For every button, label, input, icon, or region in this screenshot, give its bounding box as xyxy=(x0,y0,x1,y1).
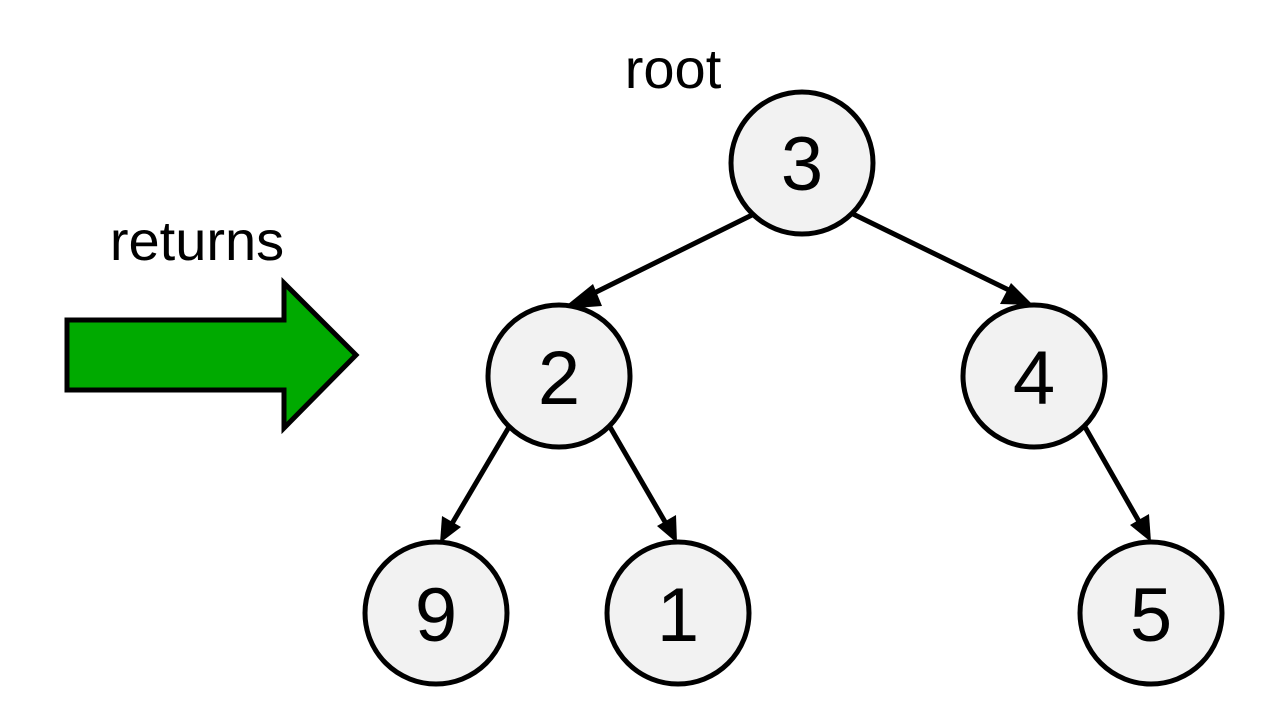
edge-4-to-5-arrowhead xyxy=(1130,514,1151,542)
tree-node-4: 4 xyxy=(960,302,1108,450)
node-value: 1 xyxy=(657,573,699,658)
node-value: 3 xyxy=(781,122,823,207)
edge-3-to-2-arrowhead xyxy=(562,284,602,309)
node-circle xyxy=(960,302,1108,450)
node-value: 4 xyxy=(1013,336,1055,421)
tree-node-5: 5 xyxy=(1077,539,1225,687)
node-circle xyxy=(1077,539,1225,687)
node-value: 9 xyxy=(415,573,457,658)
tree-node-2: 2 xyxy=(485,302,633,450)
node-circle xyxy=(485,302,633,450)
node-circle xyxy=(362,539,510,687)
returns-label: returns xyxy=(110,209,284,272)
edge-2-to-9-arrowhead xyxy=(440,516,461,543)
edge-2-to-9 xyxy=(447,425,512,529)
node-value: 5 xyxy=(1130,573,1172,658)
edge-2-to-1 xyxy=(607,425,671,529)
tree-node-3: 3 xyxy=(728,89,876,237)
node-circle xyxy=(604,539,752,687)
root-label: root xyxy=(625,37,722,100)
node-value: 2 xyxy=(538,336,580,421)
edge-3-to-4-arrowhead xyxy=(1000,283,1033,305)
edge-3-to-2 xyxy=(578,212,754,303)
edge-2-to-1-arrowhead xyxy=(657,515,677,543)
edge-4-to-5 xyxy=(1082,425,1144,527)
tree-node-1: 1 xyxy=(604,539,752,687)
tree-node-9: 9 xyxy=(362,539,510,687)
node-circle xyxy=(728,89,876,237)
tree-edges xyxy=(440,211,1151,543)
returns-arrow-icon xyxy=(64,276,360,435)
edge-3-to-4 xyxy=(851,211,1019,297)
